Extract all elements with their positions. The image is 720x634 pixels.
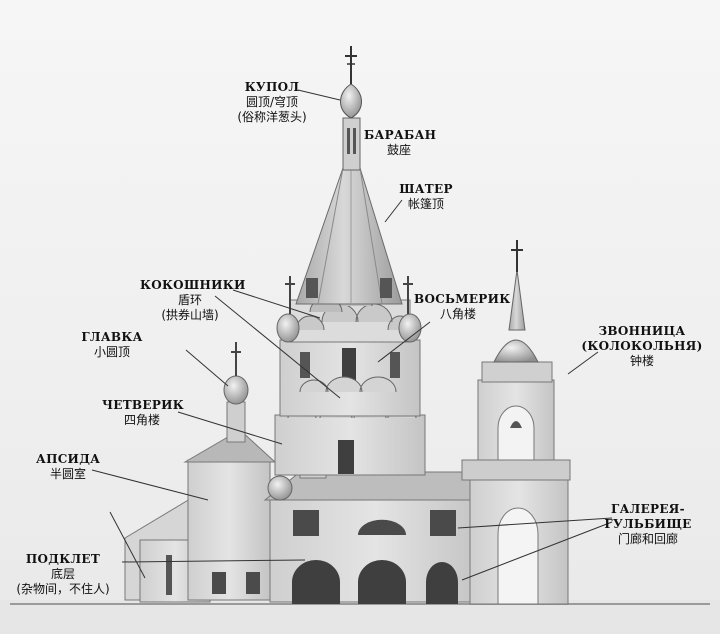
label-galereya-ru: ГАЛЕРЕЯ- (598, 502, 698, 517)
label-kokoshniki-zh2: (拱券山墙) (140, 308, 240, 323)
label-vosmerik-ru: ВОСЬМЕРИК (414, 292, 502, 307)
label-zvonnitsa-ru: ЗВОННИЦА (572, 324, 712, 339)
label-podklet-zh: 底层 (4, 567, 122, 582)
kupol (340, 46, 361, 118)
baraban (343, 118, 360, 170)
label-kupol: КУПОЛ 圆顶/穹顶 (俗称洋葱头) (222, 80, 322, 125)
label-apsida-zh: 半圆室 (36, 467, 100, 482)
label-baraban: БАРАБАН 鼓座 (364, 128, 434, 158)
label-podklet-ru: ПОДКЛЕТ (4, 552, 122, 567)
label-galereya-ru2: ГУЛЬБИЩЕ (598, 517, 698, 532)
label-chetverik-zh: 四角楼 (102, 413, 182, 428)
label-vosmerik-zh: 八角楼 (414, 307, 502, 322)
label-kupol-ru: КУПОЛ (222, 80, 322, 95)
label-podklet: ПОДКЛЕТ 底层 (杂物间，不住人) (4, 552, 122, 597)
label-kupol-zh2: (俗称洋葱头) (222, 110, 322, 125)
label-glavka-ru: ГЛАВКА (80, 330, 144, 345)
label-kokoshniki: КОКОШНИКИ 盾环 (拱券山墙) (140, 278, 240, 323)
label-glavka: ГЛАВКА 小圆顶 (80, 330, 144, 360)
label-galereya-zh: 门廊和回廊 (598, 532, 698, 547)
vosmerik (280, 340, 420, 416)
label-zvonnitsa-zh: 钟楼 (572, 354, 712, 369)
leader-glavka (186, 350, 228, 386)
label-zvonnitsa-ru2: (КОЛОКОЛЬНЯ) (572, 339, 712, 354)
label-zvonnitsa: ЗВОННИЦА (КОЛОКОЛЬНЯ) 钟楼 (572, 324, 712, 369)
label-chetverik-ru: ЧЕТВЕРИК (102, 398, 182, 413)
ground (0, 600, 720, 634)
label-chetverik: ЧЕТВЕРИК 四角楼 (102, 398, 182, 428)
label-baraban-ru: БАРАБАН (364, 128, 434, 143)
label-apsida: АПСИДА 半圆室 (36, 452, 100, 482)
label-vosmerik: ВОСЬМЕРИК 八角楼 (414, 292, 502, 322)
label-baraban-zh: 鼓座 (364, 143, 434, 158)
label-apsida-ru: АПСИДА (36, 452, 100, 467)
apse (125, 430, 275, 602)
label-shater-ru: ШАТЕР (398, 182, 454, 197)
label-galereya: ГАЛЕРЕЯ- ГУЛЬБИЩЕ 门廊和回廊 (598, 502, 698, 547)
shater (296, 168, 402, 304)
label-kokoshniki-ru: КОКОШНИКИ (140, 278, 240, 293)
label-kokoshniki-zh: 盾环 (140, 293, 240, 308)
label-glavka-zh: 小圆顶 (80, 345, 144, 360)
label-shater: ШАТЕР 帐篷顶 (398, 182, 454, 212)
label-kupol-zh: 圆顶/穹顶 (222, 95, 322, 110)
label-podklet-zh2: (杂物间，不住人) (4, 582, 122, 597)
label-shater-zh: 帐篷顶 (398, 197, 454, 212)
